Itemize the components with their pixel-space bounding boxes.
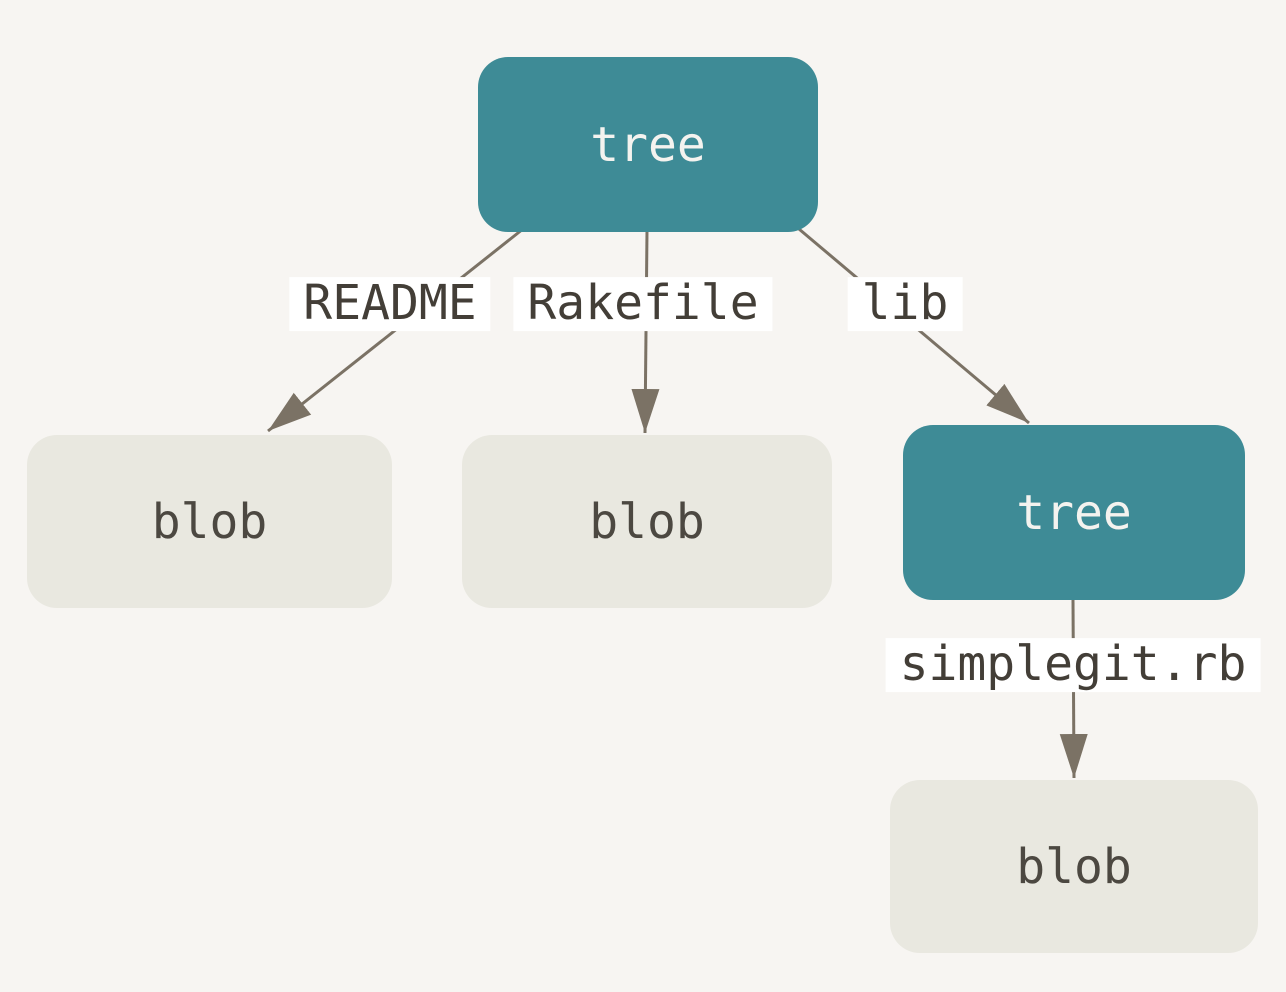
node-label: blob (1016, 838, 1132, 895)
edge-tree-root-to-blob-rakefile (631, 230, 660, 434)
node-blob-readme: blob (27, 435, 392, 608)
node-label: blob (589, 493, 705, 550)
edge-label-lib: lib (847, 277, 963, 331)
node-label: tree (1016, 484, 1132, 541)
node-label: blob (151, 493, 268, 550)
node-tree-root: tree (478, 57, 818, 232)
edge-label-readme: README (289, 277, 491, 331)
node-blob-rakefile: blob (462, 435, 832, 608)
node-tree-lib: tree (903, 425, 1245, 600)
node-label: tree (590, 116, 706, 173)
edge-label-rakefile: Rakefile (513, 277, 773, 331)
node-blob-simplegit: blob (890, 780, 1258, 953)
edge-label-simplegit-rb: simplegit.rb (885, 638, 1261, 692)
